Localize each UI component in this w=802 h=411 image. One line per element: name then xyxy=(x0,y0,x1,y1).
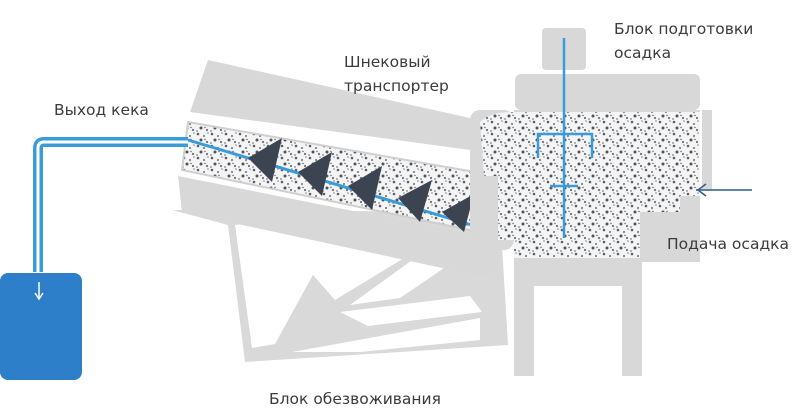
cake-outlet-pipe xyxy=(33,137,188,272)
label-dewatering-unit: Блок обезвоживания xyxy=(269,390,441,408)
arrow-down-icon-head xyxy=(34,292,44,301)
mixer xyxy=(536,38,594,238)
label-sludge-feed: Подача осадка xyxy=(667,235,790,253)
tank-stand xyxy=(514,266,642,376)
screw-casing-top xyxy=(190,60,470,162)
arrow-right-icon xyxy=(696,183,752,197)
label-cake-outlet: Выход кека xyxy=(54,101,149,119)
sludge-prep-tank xyxy=(470,28,712,266)
screw-shaft xyxy=(187,138,496,234)
label-screw-conveyor: Шнековый транспортер xyxy=(344,53,449,95)
cake-collection-tank xyxy=(0,273,82,380)
label-sludge-prep-unit: Блок подготовки осадка xyxy=(614,20,754,62)
screw-casing-bottom xyxy=(178,176,498,280)
screw-flights xyxy=(248,138,474,232)
